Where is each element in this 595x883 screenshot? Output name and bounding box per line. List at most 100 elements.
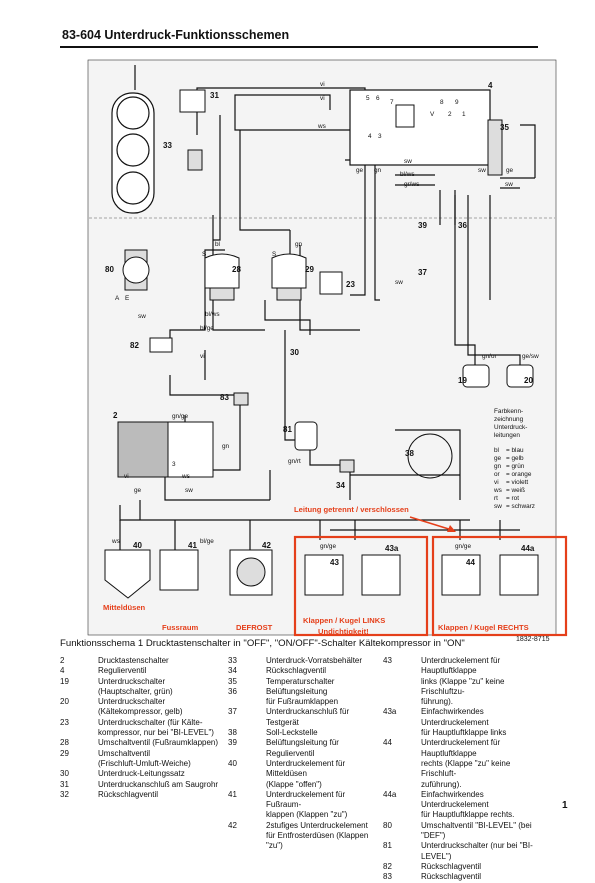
hose-gn-1: gn bbox=[374, 167, 382, 174]
hose-vi-2: vi bbox=[320, 95, 325, 102]
component-4-regulator bbox=[349, 89, 503, 176]
label-39: 39 bbox=[418, 221, 427, 230]
port-V: V bbox=[430, 111, 435, 118]
port-6: 6 bbox=[376, 95, 380, 102]
page-number: 1 bbox=[562, 800, 568, 811]
legend-text: klappen (Klappen "zu") bbox=[266, 810, 348, 820]
hose-sw-5: sw bbox=[138, 313, 146, 320]
annotation-leitung: Leitung getrennt / verschlossen bbox=[294, 505, 409, 514]
legend-text: Unterdruckelement für Fußraum- bbox=[266, 789, 346, 810]
label-43: 43 bbox=[330, 558, 339, 567]
legend-text: Belüftungsleitung bbox=[266, 686, 328, 696]
label-30: 30 bbox=[290, 348, 299, 357]
hose-ws-2: ws bbox=[181, 473, 190, 480]
actuator-41 bbox=[159, 549, 199, 591]
label-31: 31 bbox=[210, 91, 219, 100]
annotation-mitteldusen: Mitteldüsen bbox=[103, 603, 146, 612]
port-A: A bbox=[115, 295, 120, 302]
legend-number: 32 bbox=[60, 789, 69, 799]
label-28: 28 bbox=[232, 265, 241, 274]
port-3b: 3 bbox=[172, 461, 176, 468]
component-82-check bbox=[149, 337, 173, 353]
legend-number: 31 bbox=[60, 779, 69, 789]
hose-vi-3: vi bbox=[200, 353, 205, 360]
port-9: 9 bbox=[455, 99, 459, 106]
hose-blge-2: bl/ge bbox=[200, 538, 214, 545]
label-82: 82 bbox=[130, 341, 139, 350]
label-44: 44 bbox=[466, 558, 475, 567]
hose-gnor-1: gn/or bbox=[482, 353, 497, 360]
legend-text: Unterdruckschalter bbox=[98, 697, 166, 707]
component-29-valve bbox=[271, 253, 307, 301]
legend-number: 81 bbox=[383, 841, 392, 851]
legend-text: Umschaltventil "BI-LEVEL" (bei "DEF") bbox=[421, 820, 532, 841]
colour-key-code-0: bl bbox=[494, 447, 499, 454]
label-80: 80 bbox=[105, 265, 114, 274]
legend-number: 35 bbox=[228, 676, 237, 686]
legend-text: für Hauptluftklappe rechts. bbox=[421, 810, 515, 820]
label-23: 23 bbox=[346, 280, 355, 289]
port-E: E bbox=[125, 295, 129, 302]
port-3: 3 bbox=[378, 133, 382, 140]
title-rule bbox=[60, 46, 538, 48]
colour-key-code-3: or bbox=[494, 471, 501, 478]
label-42: 42 bbox=[262, 541, 271, 550]
legend-text: Umschaltventil bbox=[98, 748, 151, 758]
colour-key-name-6: = rot bbox=[506, 495, 519, 502]
component-83-check bbox=[233, 392, 249, 406]
legend-text: für Fußraumklappen bbox=[266, 697, 339, 707]
hose-vi-1: vi bbox=[320, 81, 325, 88]
figure-reference: 1832-8715 bbox=[516, 636, 550, 643]
legend-number bbox=[60, 759, 98, 769]
legend-number bbox=[228, 810, 266, 820]
hose-gnrt-1: gn/rt bbox=[288, 458, 301, 465]
annotation-arrow-line bbox=[409, 516, 453, 531]
label-20: 20 bbox=[524, 376, 533, 385]
legend-number: 38 bbox=[228, 728, 237, 738]
port-4b: 4 bbox=[368, 133, 372, 140]
label-35: 35 bbox=[500, 123, 509, 132]
colour-key-title-3: leitungen bbox=[494, 432, 520, 439]
port-8: 8 bbox=[440, 99, 444, 106]
hose-sw-4: sw bbox=[395, 279, 403, 286]
legend-number: 23 bbox=[60, 717, 69, 727]
colour-key-name-4: = violett bbox=[506, 479, 528, 486]
legend-text: Rückschlagventil bbox=[421, 872, 482, 882]
annotation-links: Klappen / Kugel LINKS bbox=[303, 616, 385, 625]
label-41: 41 bbox=[188, 541, 197, 550]
port-2b: 2 bbox=[448, 111, 452, 118]
legend-text: Umschaltventil (Fußraumklappen) bbox=[98, 738, 219, 748]
legend-text: Einfachwirkendes Unterdruckelement bbox=[421, 789, 489, 810]
legend-item: 81 Unterdruckschalter (nur bei "BI-LEVEL"… bbox=[383, 841, 543, 862]
legend-item: für Hauptluftklappe links bbox=[383, 728, 543, 738]
component-34-check bbox=[339, 459, 355, 473]
legend-text: Unterdruckschalter (nur bei "BI-LEVEL") bbox=[421, 841, 533, 861]
colour-key-code-5: ws bbox=[493, 487, 502, 494]
legend-number bbox=[383, 780, 421, 790]
legend-number: 37 bbox=[228, 707, 237, 717]
hose-gnge-2: gn/ge bbox=[320, 543, 336, 550]
legend-text: rechts (Klappe "zu" keine Frischluft- bbox=[421, 758, 511, 779]
legend-item: (Frischluft-Umluft-Weiche) bbox=[60, 759, 230, 769]
legend-number bbox=[383, 759, 421, 780]
label-44a: 44a bbox=[521, 544, 535, 553]
port-S2: S bbox=[272, 251, 276, 258]
hose-vi-4: vi bbox=[124, 473, 129, 480]
colour-key-name-0: = blau bbox=[506, 447, 524, 454]
port-5: 5 bbox=[366, 95, 370, 102]
actuator-44a bbox=[499, 554, 539, 596]
legend-item: für Fußraumklappen bbox=[228, 697, 380, 707]
legend-number: 4 bbox=[60, 666, 65, 676]
actuator-42 bbox=[229, 549, 273, 596]
hose-blws-1: bl/ws bbox=[400, 171, 415, 178]
label-37: 37 bbox=[418, 268, 427, 277]
